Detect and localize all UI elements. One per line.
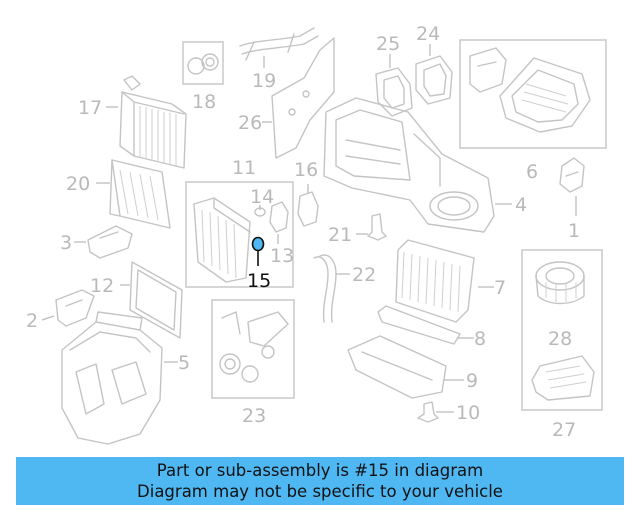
callout-label: 11 [232, 157, 256, 179]
expansion-valve-part-13 [269, 201, 289, 233]
callout-label: 21 [328, 224, 352, 246]
callout-label: 8 [474, 328, 486, 350]
sensor-part-21 [367, 213, 387, 241]
lines-part-23 [219, 311, 289, 383]
blower-resistor-part-27 [531, 355, 595, 401]
callout-label: 14 [250, 186, 274, 208]
bracket-part-2 [55, 289, 95, 327]
callout-label: 16 [294, 159, 318, 181]
callout-label: 4 [515, 194, 527, 216]
blower-motor-part-28 [535, 261, 585, 305]
callout-label: 26 [238, 112, 262, 134]
evaporator-part-20 [109, 159, 171, 229]
bracket-part-3 [87, 225, 133, 259]
callout-label: 19 [252, 70, 276, 92]
hose-part-22 [313, 256, 329, 323]
gasket-part-24 [415, 55, 453, 105]
callout-label: 2 [26, 310, 38, 332]
callout-label: 17 [78, 97, 102, 119]
insulation-part-9 [347, 335, 447, 399]
callout-label: 7 [494, 277, 506, 299]
clip-part-16 [297, 191, 319, 227]
lower-housing-part-5 [61, 311, 163, 445]
callout-label: 22 [352, 264, 376, 286]
callout-label: 9 [466, 370, 478, 392]
pipe-part-19 [239, 27, 319, 61]
gasket-part-25 [375, 67, 413, 117]
callout-label: 25 [376, 33, 400, 55]
callout-label: 27 [552, 419, 576, 441]
group-box-23 [211, 299, 295, 399]
filter-frame-part-12 [129, 261, 183, 339]
group-box-6 [459, 39, 607, 149]
callout-label: 20 [66, 173, 90, 195]
sensor-part-1 [559, 157, 585, 193]
info-banner: Part or sub-assembly is #15 in diagram D… [16, 457, 624, 505]
callout-label: 24 [416, 23, 440, 45]
mounting-bracket-part-26 [271, 37, 335, 159]
group-box-11 [185, 181, 294, 288]
cabin-filter-part-7 [395, 239, 475, 323]
callout-label: 18 [192, 91, 216, 113]
seal-part-18 [187, 53, 219, 75]
callout-labels: 1 2 3 4 5 6 7 8 9 10 11 12 13 14 15 16 1… [26, 23, 580, 441]
callout-label: 13 [270, 245, 294, 267]
group-box-18 [182, 41, 224, 85]
callout-label: 23 [242, 405, 266, 427]
leader-lines [41, 44, 577, 413]
main-housing-part-4 [323, 97, 495, 233]
banner-line-part: Part or sub-assembly is #15 in diagram [156, 461, 484, 480]
callout-label: 1 [568, 220, 580, 242]
bolt-part-10 [417, 401, 439, 423]
group-box-27 [521, 249, 603, 411]
heater-core-part-17 [119, 75, 187, 169]
callout-label: 6 [526, 161, 538, 183]
callout-label: 10 [456, 402, 480, 424]
callout-label: 3 [60, 232, 72, 254]
callout-label: 5 [178, 352, 190, 374]
banner-line-disclaimer: Diagram may not be specific to your vehi… [137, 482, 503, 501]
o-ring-part-15-highlighted [251, 236, 265, 266]
callout-label-highlighted: 15 [247, 270, 271, 292]
seal-strip-part-8 [377, 305, 461, 345]
callout-label: 12 [90, 275, 114, 297]
evaporator-core-part-11 [193, 197, 251, 283]
callout-label: 28 [548, 328, 572, 350]
blower-housing-part-6 [469, 47, 591, 133]
